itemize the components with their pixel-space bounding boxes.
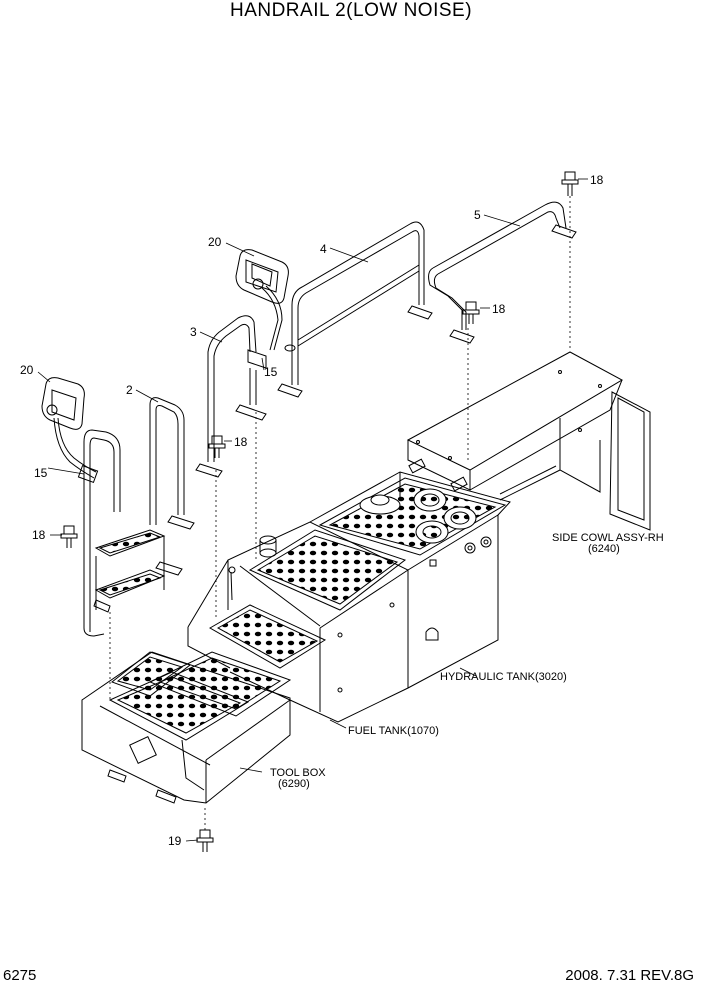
fuel-tank-step-plate bbox=[208, 604, 327, 669]
hydraulic-tank bbox=[309, 471, 511, 689]
bolt-18-rail3 bbox=[208, 435, 226, 458]
callout-20-upper: 20 bbox=[208, 235, 222, 249]
leader-lines bbox=[37, 178, 588, 842]
drawing-title: HANDRAIL 2(LOW NOISE) bbox=[229, 0, 473, 21]
bolt-18-ladder bbox=[60, 525, 78, 548]
callout-15-upper: 15 bbox=[264, 365, 278, 379]
fuel-tank bbox=[187, 521, 409, 723]
mirror-upper bbox=[235, 249, 289, 351]
callout-18-rail3: 18 bbox=[234, 435, 248, 449]
alignment-lines bbox=[109, 196, 571, 830]
handrail-2 bbox=[83, 397, 195, 637]
fuel-tank-top-plate bbox=[248, 529, 407, 611]
toolbox-step-plate-mid bbox=[148, 651, 292, 717]
callout-15-lower: 15 bbox=[34, 466, 48, 480]
side-cowl-code: (6240) bbox=[588, 543, 620, 555]
revision-date: 2008. 7.31 REV.8G bbox=[565, 967, 694, 984]
callout-5: 5 bbox=[474, 208, 481, 222]
hydraulic-tank-label: HYDRAULIC TANK(3020) bbox=[440, 671, 567, 683]
side-cowl-label: SIDE COWL ASSY-RH bbox=[552, 532, 664, 544]
callout-4: 4 bbox=[320, 242, 327, 256]
side-cowl-assy bbox=[406, 351, 651, 531]
callout-2: 2 bbox=[126, 383, 133, 397]
toolbox-step-plate-left bbox=[110, 651, 192, 697]
callout-20-lower: 20 bbox=[20, 363, 34, 377]
tool-box-label: TOOL BOX bbox=[270, 767, 326, 779]
hydraulic-tank-top-plate bbox=[318, 477, 507, 556]
bolt-18-mid bbox=[462, 301, 480, 324]
mirror-lower bbox=[41, 377, 99, 484]
handrail-5 bbox=[428, 201, 577, 344]
ladder-step-lower bbox=[94, 569, 166, 599]
fuel-filler-cap bbox=[259, 535, 277, 558]
handrail-4 bbox=[277, 221, 433, 398]
handrail-3 bbox=[195, 315, 267, 478]
callout-19: 19 bbox=[168, 834, 182, 848]
tool-box-code: (6290) bbox=[278, 778, 310, 790]
bolt-18-top bbox=[561, 171, 579, 196]
callout-18-top: 18 bbox=[590, 173, 604, 187]
callout-3: 3 bbox=[190, 325, 197, 339]
page-number: 6275 bbox=[3, 967, 37, 984]
fuel-tank-label: FUEL TANK(1070) bbox=[348, 725, 439, 737]
callout-18-ladder: 18 bbox=[32, 528, 46, 542]
ladder-step-upper bbox=[94, 529, 166, 557]
bolt-19 bbox=[196, 829, 214, 852]
callout-18-mid: 18 bbox=[492, 302, 506, 316]
